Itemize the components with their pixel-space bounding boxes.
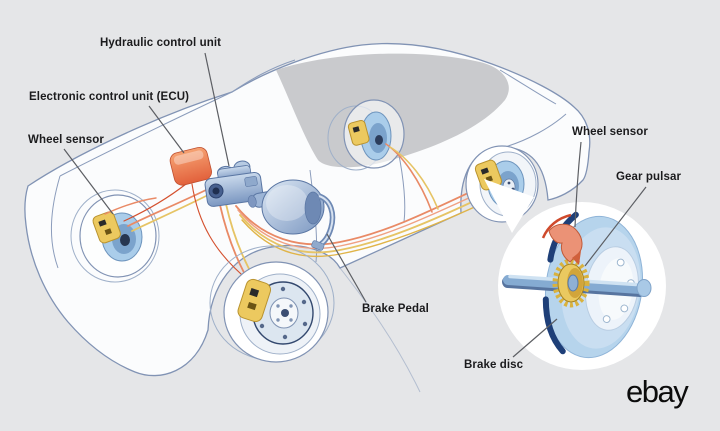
ecu-unit (169, 146, 212, 186)
wheel-sensor-rear-right (347, 119, 370, 146)
label-electronic-control-unit: Electronic control unit (ECU) (29, 91, 190, 103)
label-brake-pedal: Brake Pedal (362, 303, 429, 315)
leader-wheel-sensor-front (63, 148, 114, 215)
wheel-front-right (70, 189, 160, 283)
label-wheel-sensor-front: Wheel sensor (28, 134, 104, 146)
ebay-logo: ebay (626, 374, 689, 409)
magnifier-wedge (484, 179, 534, 233)
label-hydraulic-control-unit: Hydraulic control unit (100, 37, 222, 49)
label-gear-pulsar: Gear pulsar (616, 171, 682, 183)
wheel-closeup-inset (498, 202, 666, 370)
leader-hydraulic-control-unit (204, 52, 230, 167)
leader-brake-disc (512, 318, 558, 358)
wheel-rear-right (327, 99, 405, 171)
leader-brake-pedal (326, 233, 367, 303)
wheel-sensor-front-left (237, 278, 272, 323)
brake-lines (104, 143, 493, 291)
wheel-sensor-closeup (541, 213, 583, 265)
car-detail-lines (51, 59, 567, 393)
brake-pedal (311, 193, 336, 251)
leader-lines (63, 52, 647, 358)
brake-booster (247, 179, 325, 235)
leader-wheel-sensor-rear (574, 141, 582, 228)
leader-gear-pulsar (584, 186, 647, 267)
wheel-sensor-front-right (92, 211, 121, 244)
wheel-front-left (209, 245, 335, 363)
label-brake-disc: Brake disc (464, 359, 524, 371)
leader-electronic-control-unit (148, 105, 185, 154)
gear-pulsar (552, 258, 590, 308)
label-wheel-sensor-rear: Wheel sensor (572, 126, 648, 138)
